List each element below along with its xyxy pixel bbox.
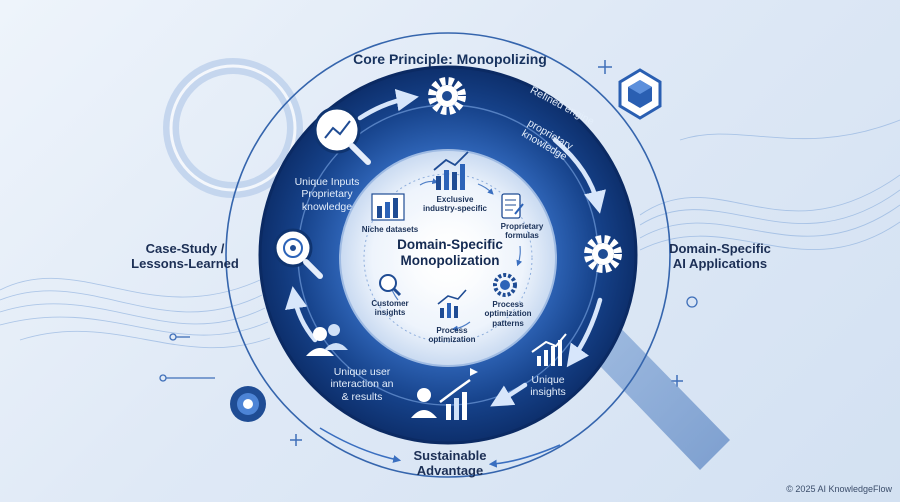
ring-arrows [285,89,606,407]
inner-label-patterns-line2: optimization [484,309,532,319]
inner-label-formulas: Proprietary formulas [492,222,552,241]
orbit-arrow-bottom-right [488,444,561,468]
bar-chart-icon [371,193,405,221]
inner-label-process-opt: Process optimization [420,326,484,345]
inner-label-patterns-line3: patterns [492,318,524,328]
center-title-line2: Monopolization [400,252,500,268]
inner-label-patterns-line1: Process [492,300,524,309]
gear-small-icon [493,273,517,297]
ring-label-unique-insights-line1: Unique [531,374,565,386]
ring-label-unique-user: Unique user interaction an & results [312,366,412,403]
ring-label-unique-insights-line2: insights [530,386,566,399]
outer-orbit [225,32,671,478]
ring-label-unique-inputs-line3: knowledge [301,200,353,213]
footer-copyright: © 2025 AI KnowledgeFlow [786,484,892,494]
users-icon [306,324,348,356]
ring-label-unique-inputs: Unique Inputs Proprietary knowledge [272,176,382,213]
inner-label-formulas-line2: formulas [505,231,539,241]
document-icon [501,193,524,219]
center-title-line1: Domain-Specific [397,237,503,252]
orbit-arrow-bottom-left [319,427,402,463]
growth-chart-icon [433,151,469,190]
inner-label-exclusive-line2: industry-specific [422,204,487,214]
inner-arrows [387,178,523,332]
process-chart-icon [437,289,467,318]
inner-label-niche: Niche datasets [361,225,419,234]
background-nodes [159,60,698,446]
insights-chart-icon [531,333,567,366]
ring-label-unique-insights: Unique insights [508,374,588,399]
ring-label-unique-user-line2: interaction an [330,378,394,391]
background-waves [0,119,900,349]
ring-label-unique-user-line1: Unique user [333,366,391,378]
ring-label-unique-inputs-line1: Unique Inputs [294,176,360,188]
inner-label-customer-line1: Customer [371,299,409,308]
inner-label-process-opt-line1: Process [436,326,468,335]
ring-label-unique-inputs-line2: Proprietary [301,188,353,201]
outer-label-right-line2: AI Applications [672,256,768,272]
outer-label-right-line1: Domain-Specific [669,241,771,256]
outer-label-bottom: Sustainable Advantage [390,448,510,479]
inner-label-customer: Customer insights [363,299,417,318]
inner-label-process-opt-line2: optimization [428,335,476,345]
outer-label-left: Case-Study / Lessons-Learned [120,241,250,272]
outer-label-left-line2: Lessons-Learned [131,256,239,272]
inner-label-customer-line2: insights [374,308,406,318]
outer-label-bottom-line2: Advantage [416,463,484,479]
hexagon-cube-icon [618,68,662,120]
target-magnifier-icon [273,228,323,279]
magnifier-chart-icon [313,106,371,165]
inner-label-formulas-line1: Proprietary [500,222,544,231]
magnifier-icon [379,274,402,297]
big-magnifier-icon [163,58,730,470]
core-principle-title: Core Principle: Monopolizing [353,51,547,67]
inner-label-exclusive-line1: Exclusive [436,195,474,204]
growth-users-icon [411,368,478,420]
gear-icon [428,77,466,115]
center-title: Domain-Specific Monopolization [375,237,525,269]
inner-label-patterns: Process optimization patterns [476,300,540,328]
outer-label-right: Domain-Specific AI Applications [650,241,790,272]
inner-label-exclusive: Exclusive industry-specific [415,195,495,214]
ring-label-unique-user-line3: & results [341,390,383,403]
outer-label-left-line1: Case-Study / [145,241,225,256]
target-dial-icon [230,386,266,422]
outer-label-bottom-line1: Sustainable [413,448,487,463]
gear-icon-right [584,235,622,273]
